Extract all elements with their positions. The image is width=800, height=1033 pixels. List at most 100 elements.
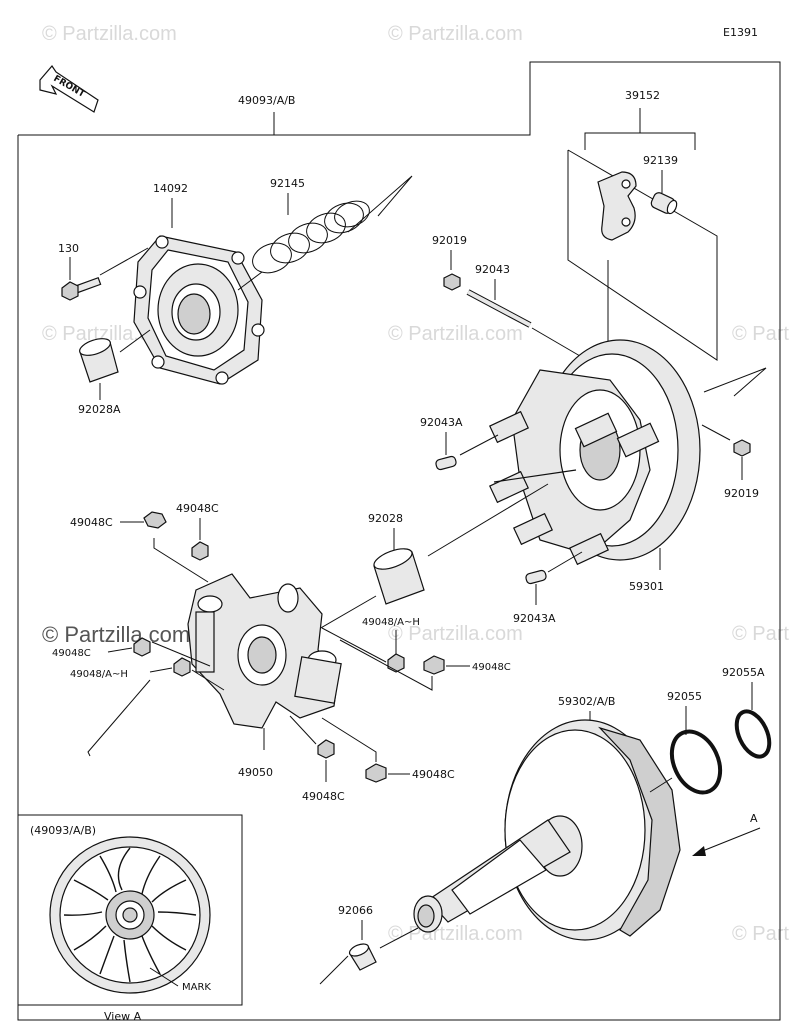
watermark: © Partzilla.com [388, 623, 523, 645]
movable-sheave-59301-icon [488, 339, 701, 566]
part-label-92043: 92043 [475, 263, 510, 276]
part-label-59301: 59301 [629, 580, 664, 593]
watermark: © Partzilla.com [388, 323, 523, 345]
nut-92019-icon [443, 273, 461, 291]
roller-49048c-icon [191, 541, 209, 561]
front-arrow-icon: FRONT [39, 65, 99, 113]
cover-plate-14092-icon [133, 235, 265, 385]
leader-line [119, 329, 151, 353]
part-label-92019-top: 92019 [432, 234, 467, 247]
part-label-92145: 92145 [270, 177, 305, 190]
leader-line [107, 647, 133, 653]
o-ring-92055a-icon [734, 709, 772, 759]
part-label-92043a-lower: 92043A [513, 612, 556, 625]
bolt-130-icon [61, 276, 102, 301]
roller-49048c-icon [423, 655, 445, 675]
part-label-49048c-bottomright: 49048C [412, 768, 455, 781]
assembly-frame [17, 61, 781, 1021]
part-label-92066: 92066 [338, 904, 373, 917]
leader-line [547, 551, 583, 573]
watermark-dark: © Partzilla.com [42, 622, 190, 647]
watermarks: © Partzilla.com © Partzilla.com © Partzi… [42, 23, 789, 945]
spring-92145-icon [252, 200, 370, 274]
roller-49048c-icon [317, 739, 335, 759]
group-outline [567, 149, 718, 361]
leader-line [289, 715, 317, 745]
leader-line [701, 424, 731, 441]
part-label-92028: 92028 [368, 512, 403, 525]
part-label-59302: 59302/A/B [558, 695, 615, 708]
cap-92066-icon [348, 943, 377, 971]
part-label-49048c-left: 49048C [52, 648, 91, 659]
roller-49048c-icon [143, 511, 167, 529]
leader-line [321, 717, 377, 762]
leader-line [339, 639, 433, 691]
part-label-14092: 14092 [153, 182, 188, 195]
watermark: © Partzilla.com [388, 923, 523, 945]
watermark: © Partzilla.com [388, 23, 523, 45]
watermark: © Part [732, 923, 789, 945]
leader-line [99, 247, 149, 276]
part-label-49050: 49050 [238, 766, 273, 779]
spider-49050-icon [187, 573, 342, 729]
leader-line [531, 327, 581, 357]
part-label-92019-right: 92019 [724, 487, 759, 500]
leader-line [427, 483, 549, 557]
leader-line [237, 271, 263, 291]
view-label: View A [104, 1010, 142, 1023]
part-label-92028a: 92028A [78, 403, 121, 416]
bushing-92028-icon [373, 548, 425, 605]
leader-line [321, 627, 387, 663]
roller-49048c-icon [133, 637, 151, 657]
part-label-49048c-bottom: 49048C [302, 790, 345, 803]
rod-92043-icon [466, 289, 532, 328]
part-label-92055a: 92055A [722, 666, 765, 679]
direction-arrow [703, 367, 767, 397]
shoe-part-icon [597, 171, 637, 241]
leader-line [584, 132, 696, 150]
fixed-sheave-59302-icon [413, 719, 681, 941]
leader-line [153, 538, 209, 583]
part-label-49048c-right: 49048C [472, 662, 511, 673]
roller-49048-icon [387, 653, 405, 673]
part-label-39152: 39152 [625, 89, 660, 102]
leader-line [149, 967, 179, 987]
sheave-face-icon [49, 836, 211, 994]
nut-92019-icon [733, 439, 751, 457]
leader-line [191, 669, 225, 691]
part-label-49048c-topleft: 49048C [70, 516, 113, 529]
leader-line [379, 927, 419, 949]
part-label-92043a-upper: 92043A [420, 416, 463, 429]
inset-mark-label: MARK [182, 982, 211, 993]
roller-49048c-icon [365, 763, 387, 783]
watermark: © Part [732, 623, 789, 645]
watermark: © Part [732, 323, 789, 345]
leader-line [151, 641, 211, 667]
view-a-inset [17, 814, 243, 1006]
part-label-49048ah-left: 49048/A~H [70, 669, 128, 680]
leader-line [149, 667, 173, 673]
watermark: © Partzilla.com [42, 23, 177, 45]
view-arrow-label: A [750, 812, 758, 825]
part-label-49093: 49093/A/B [238, 94, 295, 107]
pin-92043a-icon [525, 569, 547, 585]
roller-49048-icon [173, 657, 191, 677]
part-label-92055: 92055 [667, 690, 702, 703]
leader-line [649, 777, 673, 793]
pin-92043a-icon [435, 455, 457, 471]
pin-92139-icon [650, 192, 678, 215]
part-label-92139: 92139 [643, 154, 678, 167]
part-label-49048c-topcenter: 49048C [176, 502, 219, 515]
diagram-code: E1391 [723, 26, 758, 39]
o-ring-92055-icon [669, 729, 723, 795]
bushing-92028a-icon [79, 338, 119, 383]
view-a-arrow-icon [692, 827, 761, 856]
leader-line [459, 434, 499, 456]
inset-title: (49093/A/B) [30, 824, 96, 837]
direction-arrow [87, 679, 151, 757]
direction-arrow [347, 175, 413, 233]
direction-arrow [319, 955, 349, 985]
part-label-130: 130 [58, 242, 79, 255]
part-label-49048ah-right: 49048/A~H [362, 617, 420, 628]
